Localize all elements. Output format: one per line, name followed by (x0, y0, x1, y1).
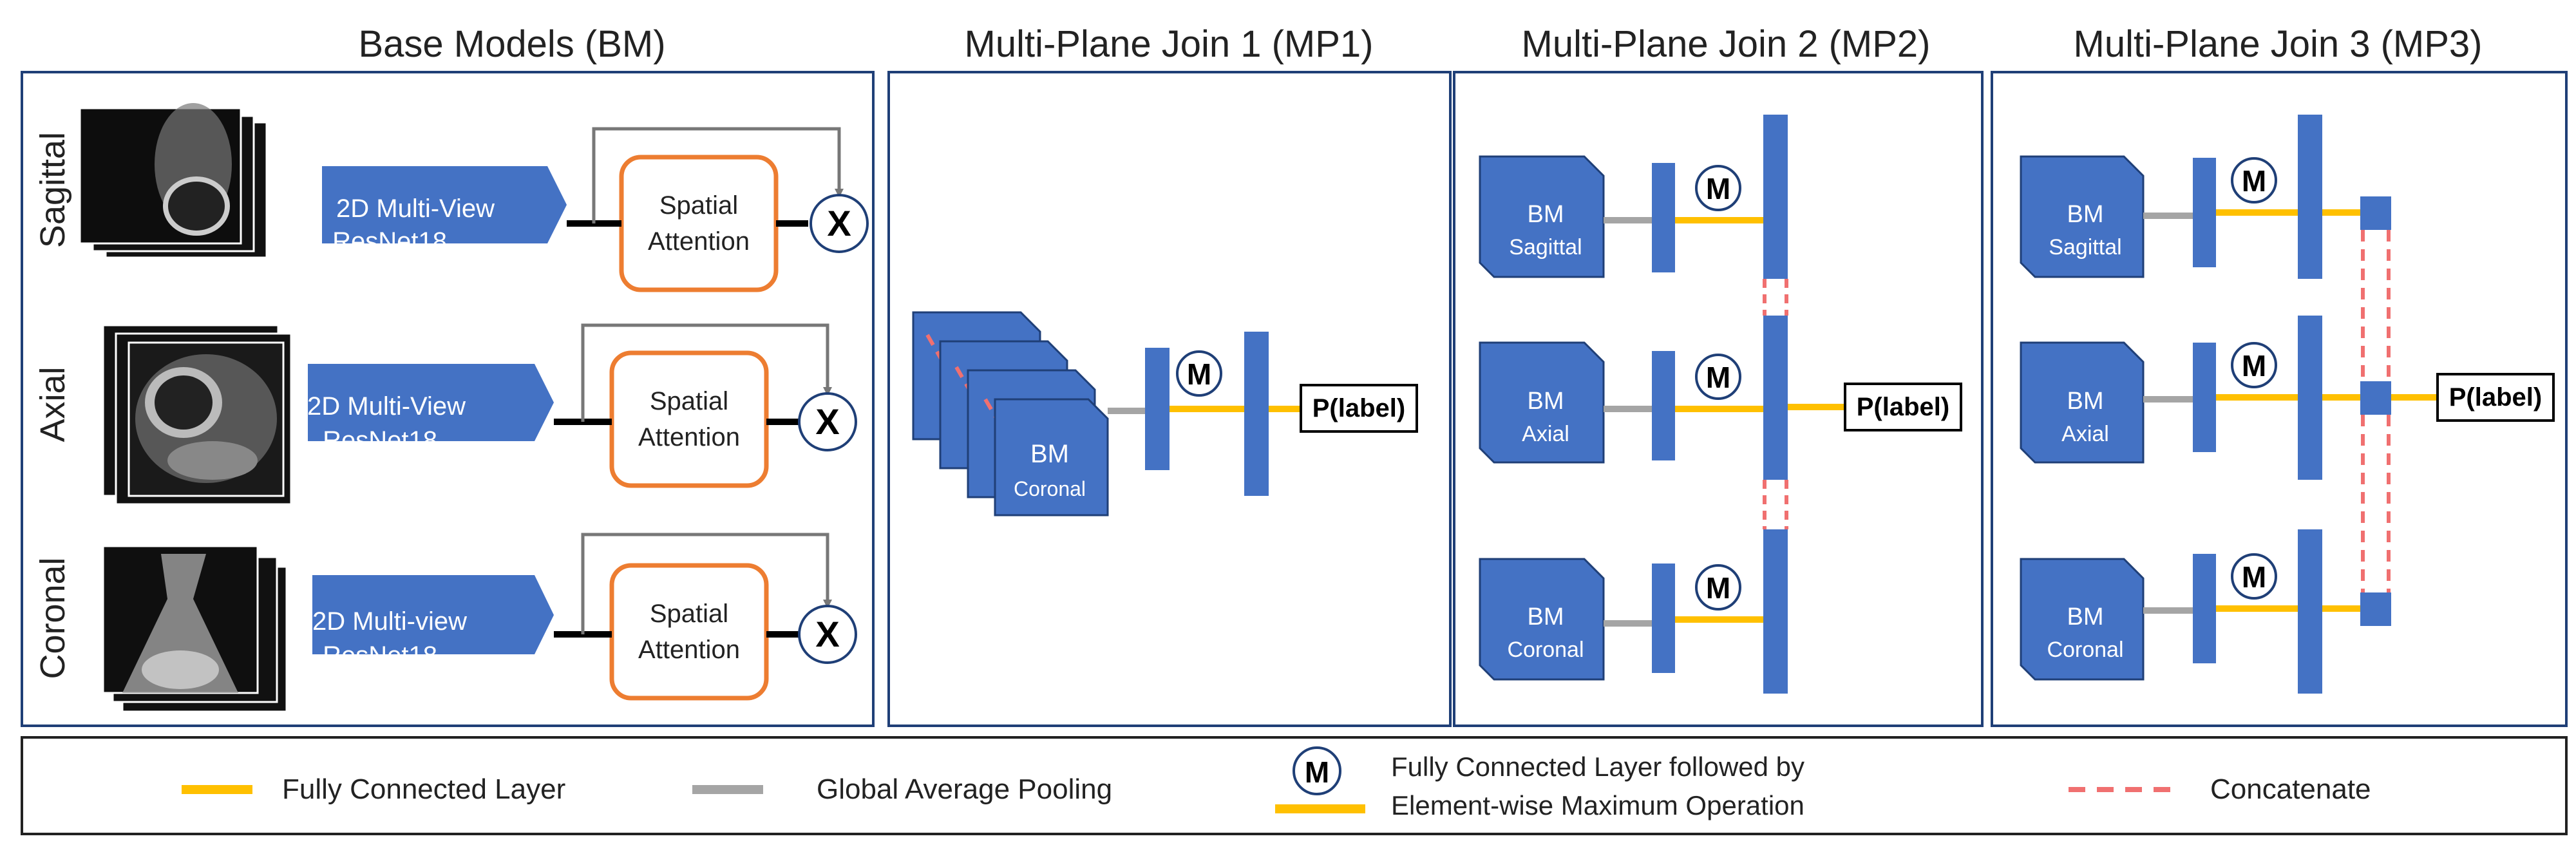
mp3-bm-sagittal (2020, 155, 2145, 278)
mp2-max-icon-2: M (1706, 361, 1730, 394)
mp1-bm-label: BM (1030, 440, 1069, 468)
mp3-panel-title: Multi-Plane Join 3 (MP3) (2074, 23, 2483, 65)
backbone-label-sagittal-2: ResNet18 (332, 227, 447, 256)
svg-text:X: X (815, 401, 839, 442)
mp2-output-box (1844, 383, 1962, 431)
attention-label-coronal-1: Spatial (650, 600, 728, 628)
mp3-max-icon-3: M (2242, 560, 2266, 594)
mp2-max-icon-3: M (1706, 571, 1730, 605)
mp1-max-icon (1176, 350, 1222, 397)
mp3-rows (2020, 115, 2438, 694)
attention-label-sagittal-1: Spatial (659, 191, 738, 220)
legend-fc-max-line1: Fully Connected Layer followed by (1391, 752, 1804, 782)
legend-fc-label: Fully Connected Layer (282, 773, 565, 805)
spatial-attention-axial (609, 350, 769, 488)
bm-panel-frame (21, 71, 875, 727)
svg-text:X: X (815, 614, 839, 654)
backbone-block-axial (308, 364, 554, 441)
bm-row-coronal: Coronal 2D Multi-view Spatial Attention … (33, 533, 857, 713)
mp1-bm-sub: Coronal (1014, 477, 1086, 500)
mp3-max-icon-1: M (2242, 164, 2266, 198)
svg-text:M: M (1305, 755, 1329, 789)
mp3-bm-coronal (2020, 558, 2145, 681)
mp3-max-icon-2: M (2242, 349, 2266, 383)
mp2-bm-label-axial: BM (1528, 388, 1564, 415)
mp3-output-label: P(label) (2449, 383, 2542, 412)
bm-panel-title: Base Models (BM) (358, 23, 665, 65)
mri-stack-coronal (102, 545, 288, 713)
plane-label-coronal: Coronal (33, 557, 72, 679)
legend-frame (21, 736, 2568, 835)
bm-row-axial: Axial 2D Multi-View Spatial Attention X (33, 323, 857, 506)
legend-max-icon (1293, 746, 1341, 795)
backbone-block-sagittal (322, 166, 567, 243)
mp3-bm-sub-axial: Axial (2061, 422, 2109, 446)
mp1-panel-title: Multi-Plane Join 1 (MP1) (965, 23, 1374, 65)
mp2-bm-coronal (1479, 558, 1605, 681)
attention-label-axial-1: Spatial (650, 387, 728, 415)
attention-label-axial-2: Attention (638, 423, 740, 451)
spatial-attention-coronal (609, 563, 769, 701)
mp3-bm-label-sagittal: BM (2067, 201, 2104, 228)
mri-stack-sagittal (79, 103, 268, 259)
bm-row-sagittal: Sagittal 2D Multi-View Spatial Attention… (33, 103, 869, 292)
mp3-bm-sub-sagittal: Sagittal (2049, 235, 2121, 260)
mri-stack-axial (102, 324, 292, 506)
plane-label-axial: Axial (33, 366, 72, 442)
mp3-bm-label-axial: BM (2067, 388, 2104, 415)
backbone-label-sagittal-1: 2D Multi-View (336, 194, 495, 223)
attention-label-coronal-2: Attention (638, 636, 740, 664)
mp2-bm-label-coronal: BM (1528, 603, 1564, 630)
legend-fc-max-line2: Element-wise Maximum Operation (1391, 790, 1804, 820)
mp3-bm-label-coronal: BM (2067, 603, 2104, 630)
mp2-bm-sub-coronal: Coronal (1507, 638, 1584, 662)
backbone-label-coronal-1: 2D Multi-view (312, 607, 467, 636)
svg-text:M: M (1187, 357, 1211, 391)
backbone-label-coronal-2: ResNet18 (323, 641, 437, 670)
mp2-panel-title: Multi-Plane Join 2 (MP2) (1522, 23, 1931, 65)
backbone-label-axial-1: 2D Multi-View (307, 392, 466, 421)
multiply-icon-coronal (798, 605, 857, 664)
backbone-block-coronal (312, 575, 554, 654)
mp2-bm-sub-axial: Axial (1522, 422, 1569, 446)
backbone-label-axial-2: ResNet18 (323, 426, 437, 455)
mp1-stacked-bm (912, 311, 1109, 516)
mp2-bm-sub-sagittal: Sagittal (1509, 235, 1582, 260)
attention-label-sagittal-2: Attention (648, 227, 750, 256)
legend-concat-label: Concatenate (2210, 773, 2371, 805)
mp2-bm-label-sagittal: BM (1528, 201, 1564, 228)
mp1-layer-1 (1145, 348, 1170, 470)
mp2-output-label: P(label) (1857, 393, 1949, 421)
svg-text:X: X (827, 203, 851, 243)
mp2-bm-axial (1479, 341, 1605, 464)
mp3-panel-frame (1991, 71, 2568, 727)
multiply-icon-sagittal (810, 194, 869, 253)
mp2-max-icon-1: M (1706, 172, 1730, 205)
mp2-bm-sagittal (1479, 155, 1605, 278)
mp2-rows (1479, 115, 1845, 694)
mp3-bm-sub-coronal: Coronal (2047, 638, 2123, 662)
mp1-output-box (1300, 384, 1418, 433)
mp1-layer-2 (1244, 332, 1269, 496)
mp3-bm-axial (2020, 341, 2145, 464)
spatial-attention-sagittal (619, 155, 779, 292)
plane-label-sagittal: Sagittal (33, 132, 72, 248)
mp3-output-box (2436, 373, 2555, 422)
mp1-output-label: P(label) (1312, 394, 1405, 422)
legend-gap-label: Global Average Pooling (817, 773, 1112, 805)
multiply-icon-axial (798, 392, 857, 451)
mp1-panel-frame (887, 71, 1452, 727)
mp2-panel-frame (1453, 71, 1984, 727)
